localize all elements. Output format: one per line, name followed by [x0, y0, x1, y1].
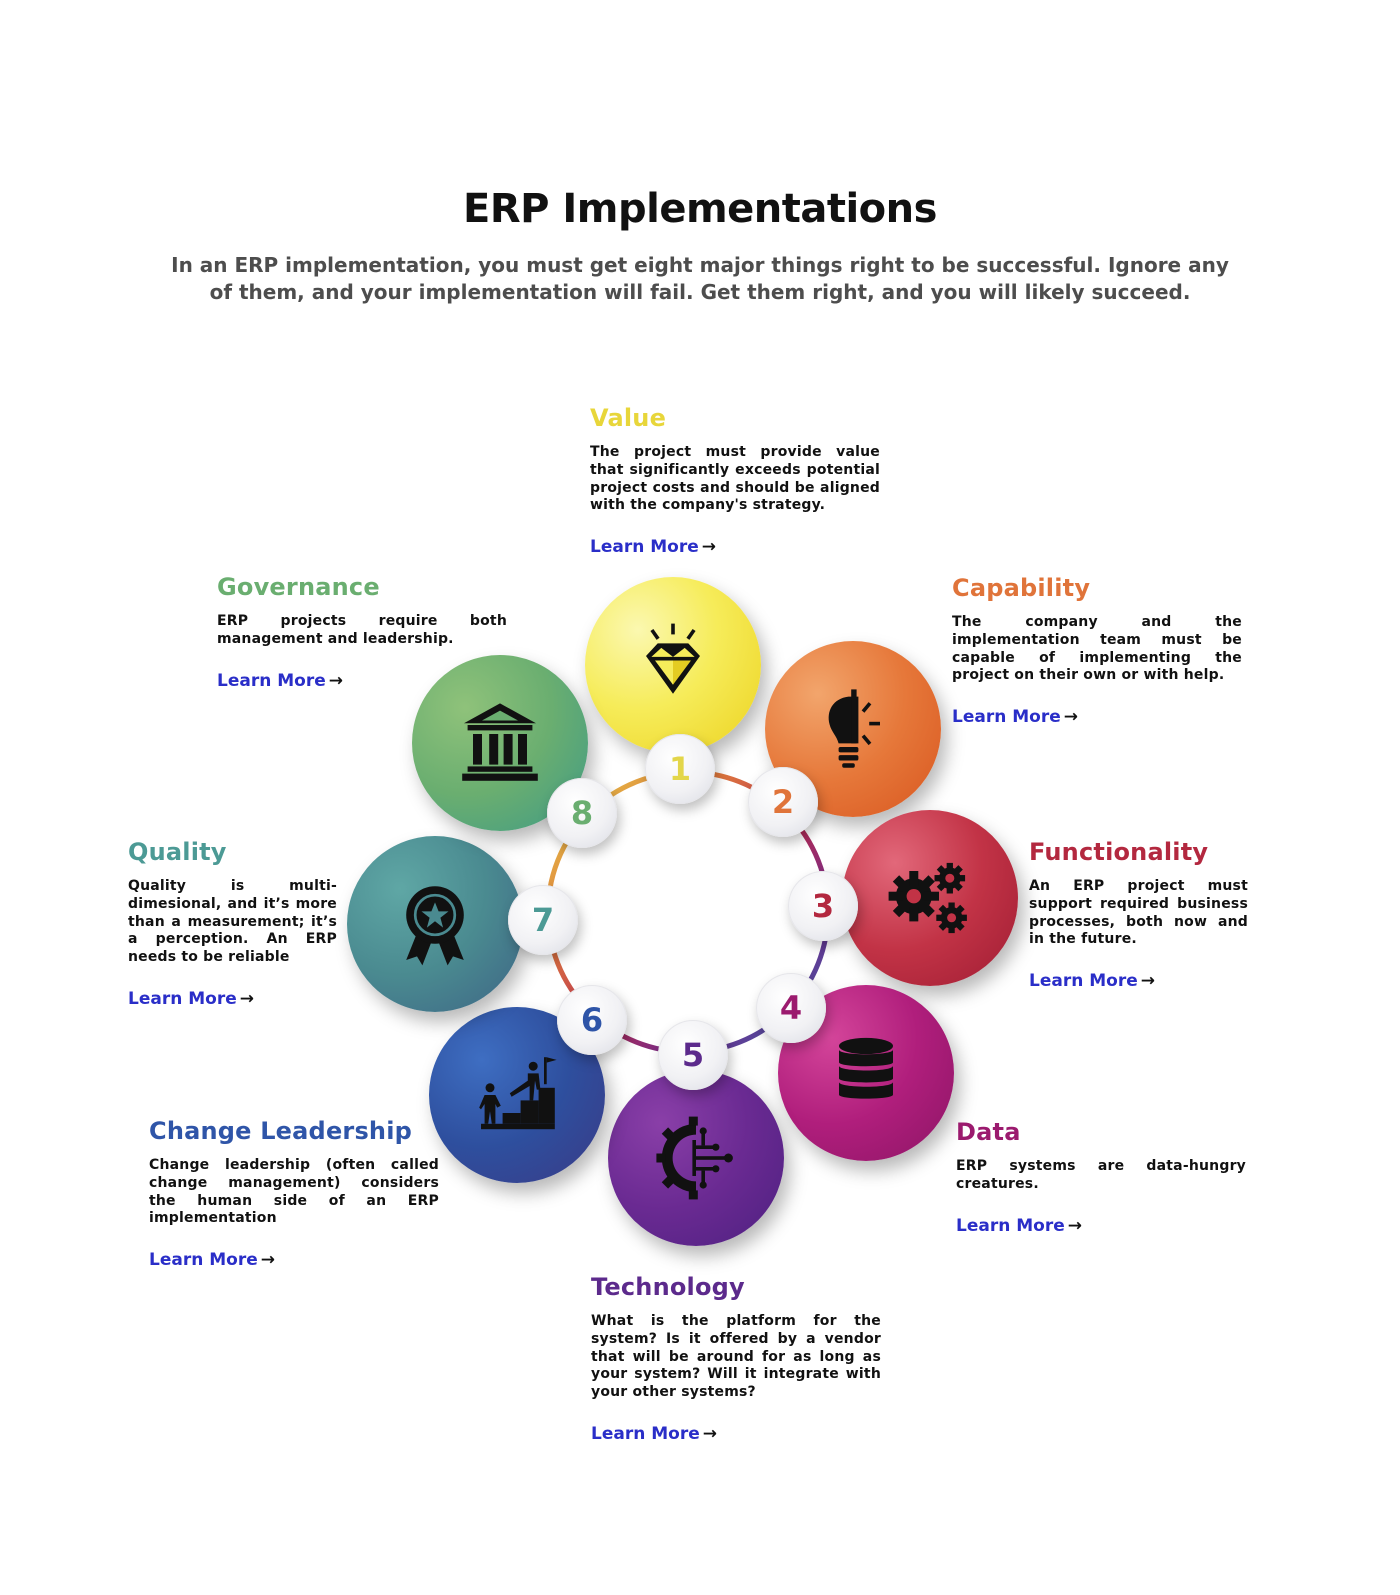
learn-more-link-quality[interactable]: Learn More→ [128, 988, 254, 1009]
circle-technology [608, 1070, 784, 1246]
badge-3: 3 [788, 871, 858, 941]
diamond-icon [646, 623, 700, 694]
gears-icon [888, 862, 967, 934]
circle-data [778, 985, 954, 1161]
badge-5: 5 [658, 1020, 728, 1090]
arrow-right-icon: → [701, 537, 716, 558]
helping-hand-stairs-icon [479, 1057, 557, 1130]
database-icon [839, 1037, 893, 1099]
item-title: Governance [217, 573, 380, 601]
learn-more-link-value[interactable]: Learn More→ [590, 537, 716, 558]
item-governance: Governance ERP projects require both man… [217, 573, 507, 691]
item-description: ERP projects require both management and… [217, 613, 507, 647]
item-description: Change leadership (often called change m… [149, 1157, 439, 1227]
item-title: Value [590, 404, 667, 432]
badge-7: 7 [508, 885, 578, 955]
badge-1: 1 [645, 734, 715, 804]
learn-more-link-governance[interactable]: Learn More→ [217, 670, 343, 691]
item-capability: Capability The company and the implement… [952, 574, 1242, 727]
item-description: Quality is multi-dimesional, and it’s mo… [128, 878, 337, 966]
arrow-right-icon: → [239, 988, 254, 1009]
item-technology: Technology What is the platform for the … [591, 1273, 881, 1444]
arrow-right-icon: → [702, 1423, 717, 1444]
item-quality: Quality Quality is multi-dimesional, and… [128, 838, 337, 1009]
item-description: ERP systems are data-hungry creatures. [956, 1158, 1246, 1192]
page-title: ERP Implementations [463, 186, 937, 232]
learn-more-link-technology[interactable]: Learn More→ [591, 1423, 717, 1444]
item-value: Value The project must provide value tha… [590, 404, 880, 557]
badge-8: 8 [547, 778, 617, 848]
item-title: Change Leadership [149, 1117, 413, 1145]
circle-quality [347, 836, 523, 1012]
learn-more-link-functionality[interactable]: Learn More→ [1029, 971, 1155, 992]
page-subtitle: In an ERP implementation, you must get e… [171, 253, 1229, 304]
arrow-right-icon: → [1063, 707, 1078, 728]
item-description: The project must provide value that sign… [590, 444, 880, 514]
badge-4: 4 [756, 973, 826, 1043]
arrow-right-icon: → [1140, 971, 1155, 992]
learn-more-link-change-leadership[interactable]: Learn More→ [149, 1250, 275, 1271]
item-title: Functionality [1029, 838, 1209, 866]
circuit-gear-icon [656, 1116, 733, 1200]
item-title: Data [956, 1118, 1021, 1146]
item-data: Data ERP systems are data-hungry creatur… [956, 1118, 1246, 1236]
award-ribbon-icon [406, 886, 464, 966]
badge-6: 6 [557, 985, 627, 1055]
item-description: The company and the implementation team … [952, 614, 1242, 684]
circle-value [585, 577, 761, 753]
institution-icon [462, 703, 538, 781]
item-title: Capability [952, 574, 1091, 602]
circle-functionality [842, 810, 1018, 986]
arrow-right-icon: → [1067, 1215, 1082, 1236]
item-description: What is the platform for the system? Is … [591, 1313, 881, 1401]
learn-more-link-capability[interactable]: Learn More→ [952, 707, 1078, 728]
item-title: Technology [591, 1273, 745, 1301]
learn-more-link-data[interactable]: Learn More→ [956, 1215, 1082, 1236]
arrow-right-icon: → [328, 670, 343, 691]
arrow-right-icon: → [260, 1250, 275, 1271]
item-functionality: Functionality An ERP project must suppor… [1029, 838, 1248, 991]
item-description: An ERP project must support required bus… [1029, 878, 1248, 948]
item-title: Quality [128, 838, 227, 866]
lightbulb-icon [828, 689, 880, 768]
badge-2: 2 [748, 767, 818, 837]
item-change-leadership: Change Leadership Change leadership (oft… [149, 1117, 439, 1270]
